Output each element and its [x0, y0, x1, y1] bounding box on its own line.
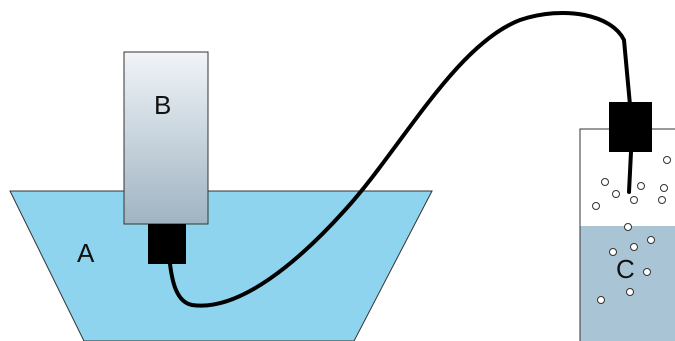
label-b: B — [154, 90, 171, 120]
bubbles — [592, 156, 671, 304]
tube-outlet — [627, 150, 633, 194]
bubble — [663, 156, 671, 164]
label-c: C — [616, 254, 635, 284]
tube — [168, 10, 632, 308]
bubble — [626, 288, 634, 296]
bubble — [597, 296, 605, 304]
label-a: A — [77, 238, 95, 268]
bubble — [658, 196, 666, 204]
bubble — [609, 248, 617, 256]
bubble — [630, 196, 638, 204]
container-c-water — [580, 226, 675, 341]
bubble — [601, 178, 609, 186]
bubble — [624, 223, 632, 231]
bubble — [630, 243, 638, 251]
bubble — [643, 268, 651, 276]
bubble — [612, 190, 620, 198]
pump-inlet-block — [148, 224, 186, 264]
bubble — [637, 182, 645, 190]
bubble — [647, 236, 655, 244]
bubble — [592, 202, 600, 210]
pump-body-b — [123, 51, 209, 225]
stopper — [609, 102, 652, 152]
basin-a — [9, 190, 433, 341]
bubble — [660, 184, 668, 192]
